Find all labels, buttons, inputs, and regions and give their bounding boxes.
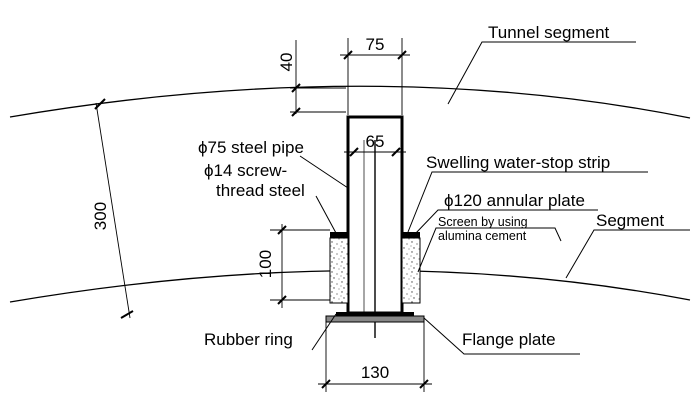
- tunnel-segment-leader: [447, 41, 636, 105]
- screw-thread-leader: [315, 195, 337, 234]
- annular-plate-right: [402, 232, 420, 238]
- screw-thread-label-line1: ϕ14 screw-: [204, 161, 287, 180]
- annular-plate-left: [330, 232, 348, 238]
- dim-300-tick-top: [94, 98, 106, 110]
- dim-65-text: 65: [366, 132, 385, 151]
- flange-plate-leader: [423, 317, 580, 355]
- dim-75-text: 75: [366, 35, 385, 54]
- tunnel-segment-outer-arc: [9, 85, 691, 119]
- steel-pipe-leader: [299, 155, 349, 189]
- dim-130-tick-l: [321, 379, 331, 389]
- dim-40-text: 40: [277, 53, 296, 72]
- dim-300-tick-bottom: [120, 310, 134, 319]
- annular-plate-leader: [414, 209, 598, 235]
- dim-40-tick-bottom: [291, 107, 301, 117]
- screen-label-line2: alumina cement: [438, 229, 527, 243]
- segment-leader: [565, 229, 690, 279]
- cement-screen-left: [329, 237, 349, 304]
- cement-screen-right: [401, 237, 421, 304]
- tunnel-segment-label: Tunnel segment: [488, 23, 610, 42]
- dim-100-tick-bottom: [277, 295, 287, 305]
- dim-100-tick-top: [277, 225, 287, 235]
- screw-thread-label-line2: thread steel: [216, 181, 305, 200]
- flange-plate: [325, 315, 425, 323]
- dim-75-tick-l: [343, 50, 353, 60]
- segment-label: Segment: [596, 211, 664, 230]
- annular-plate-label: ϕ120 annular plate: [444, 191, 585, 210]
- flange-plate-label: Flange plate: [462, 330, 556, 349]
- rubber-ring-label: Rubber ring: [204, 330, 293, 349]
- dim-130-tick-r: [419, 379, 429, 389]
- screen-label-line1: Screen by using: [438, 215, 528, 229]
- rubber-ring: [336, 312, 414, 316]
- dim-300-line: [95, 102, 131, 319]
- dim-300-text: 300: [91, 202, 110, 230]
- dim-65-tick-l: [349, 147, 359, 157]
- dim-75-tick-r: [397, 50, 407, 60]
- dim-40-tick-top: [291, 83, 301, 93]
- dim-65-tick-r: [391, 147, 401, 157]
- screen-leader: [417, 227, 562, 273]
- swelling-strip-leader: [407, 171, 648, 233]
- steel-pipe-label: ϕ75 steel pipe: [198, 138, 304, 157]
- swelling-strip-label: Swelling water-stop strip: [426, 153, 610, 172]
- dim-130-text: 130: [361, 363, 389, 382]
- rubber-ring-leader: [311, 313, 337, 351]
- dim-100-text: 100: [256, 250, 275, 278]
